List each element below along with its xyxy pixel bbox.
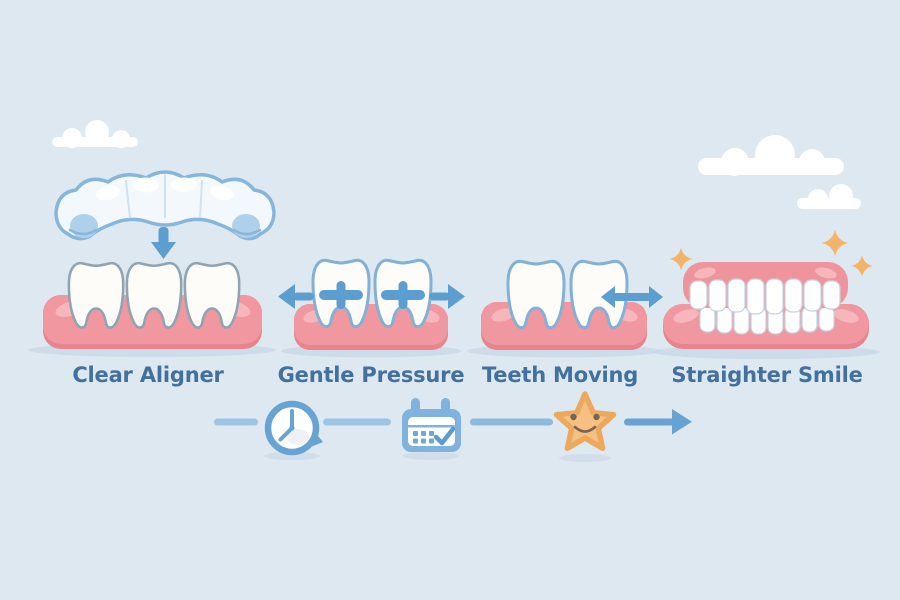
stage-label-straighter-smile: Straighter Smile — [671, 363, 863, 387]
shadow — [264, 452, 320, 460]
pressure-cross-icon — [381, 281, 425, 309]
cloud-icon — [698, 135, 844, 176]
stage3-graphic — [467, 259, 663, 358]
calendar-check-icon — [402, 398, 461, 452]
lower-teeth-row — [699, 306, 835, 335]
shadow — [559, 454, 611, 462]
aligner-tray-icon — [54, 170, 276, 241]
stage-label-gentle-pressure: Gentle Pressure — [277, 363, 465, 387]
timeline — [214, 391, 692, 462]
stage-label-teeth-moving: Teeth Moving — [481, 363, 639, 387]
upper-teeth-row — [689, 278, 841, 315]
left-arrow-icon — [278, 284, 314, 309]
pressure-cross-icon — [319, 281, 363, 309]
stage2-graphic — [278, 258, 465, 358]
down-arrow-icon — [151, 227, 176, 259]
arrow-right-icon — [624, 409, 692, 435]
stage1-graphic — [28, 261, 276, 357]
cloud-icon — [52, 120, 138, 148]
cloud-icon — [797, 184, 861, 209]
double-arrow-icon — [601, 286, 663, 308]
stage4-graphic — [652, 229, 880, 359]
shadow — [403, 452, 459, 460]
stage-label-clear-aligner: Clear Aligner — [72, 363, 224, 387]
timeline-connector — [214, 418, 258, 426]
timeline-connector — [323, 418, 391, 426]
smiling-star-icon — [553, 391, 617, 452]
timeline-connector — [470, 418, 553, 426]
right-arrow-icon — [429, 284, 465, 309]
clock-history-icon — [264, 400, 323, 456]
